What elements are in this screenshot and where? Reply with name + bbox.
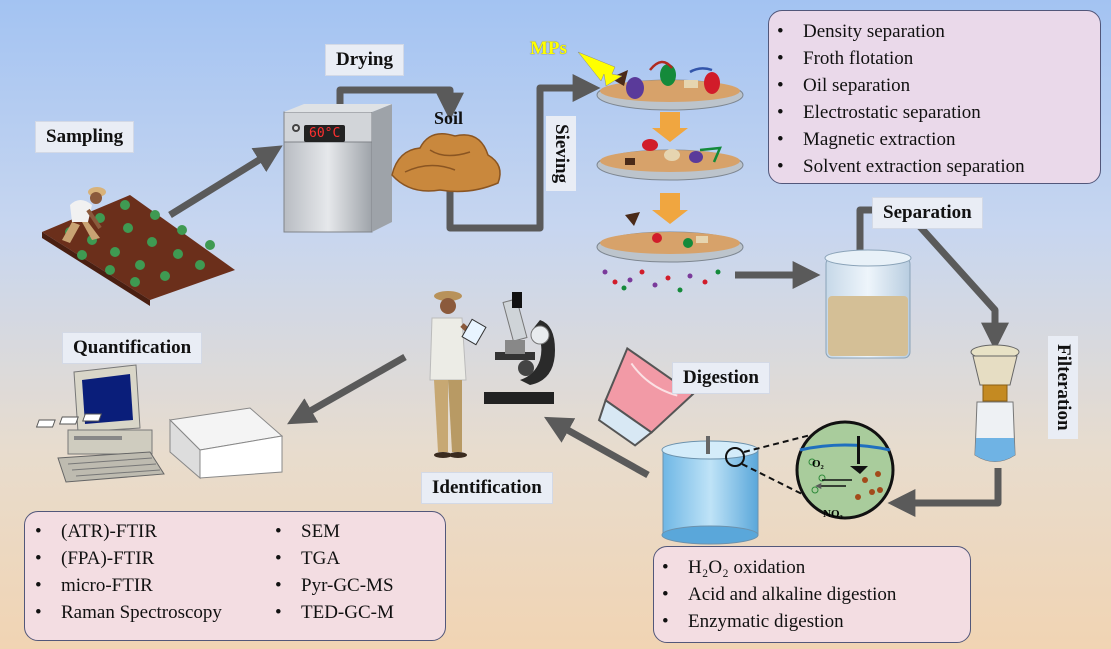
sieve-stack-illustration xyxy=(577,51,744,293)
mps-pointer-arrow xyxy=(577,51,623,87)
list-item: TED-GC-M xyxy=(267,599,394,626)
identification-methods-list-right: SEM TGA Pyr-GC-MS TED-GC-M xyxy=(267,518,394,626)
separation-beaker-illustration xyxy=(824,249,912,359)
sieve-arrow-2 xyxy=(652,193,688,224)
digestion-illustration xyxy=(597,346,895,545)
identification-illustration xyxy=(429,291,555,458)
stage-label-filteration: Filteration xyxy=(1048,336,1078,439)
stage-label-sieving: Sieving xyxy=(546,116,576,192)
oven-illustration xyxy=(283,104,392,233)
stage-label-sampling: Sampling xyxy=(36,122,134,152)
arrow-sampling-to-drying xyxy=(168,145,283,218)
stage-label-drying: Drying xyxy=(326,45,403,75)
sieve-1 xyxy=(596,60,744,111)
digestion-methods-list: H₂O₂ oxidation Acid and alkaline digesti… xyxy=(654,547,970,635)
separation-methods-box: Density separation Froth flotation Oil s… xyxy=(768,10,1101,184)
oven-temperature-display: 60°C xyxy=(304,125,346,142)
stage-label-identification: Identification xyxy=(422,473,552,503)
list-item: Oil separation xyxy=(769,72,1100,99)
arrow-drying-to-soil xyxy=(336,86,464,121)
identification-methods-list-left: (ATR)-FTIR (FPA)-FTIR micro-FTIR Raman S… xyxy=(27,518,222,626)
arrow-filter-to-digestion xyxy=(887,468,1002,517)
inset-o2-label: O₂ xyxy=(812,458,824,470)
list-item: (ATR)-FTIR xyxy=(27,518,222,545)
list-item: micro-FTIR xyxy=(27,572,222,599)
list-item: Electrostatic separation xyxy=(769,99,1100,126)
inset-no3-label: NO₃ xyxy=(823,508,843,520)
arrow-soil-to-sieving xyxy=(446,74,601,232)
list-item: Solvent extraction separation xyxy=(769,153,1100,180)
sieve-arrow-1 xyxy=(652,112,688,142)
list-item: SEM xyxy=(267,518,394,545)
list-item: Pyr-GC-MS xyxy=(267,572,394,599)
stage-label-digestion: Digestion xyxy=(673,363,769,393)
identification-methods-box: (ATR)-FTIR (FPA)-FTIR micro-FTIR Raman S… xyxy=(24,511,446,641)
sieve-3 xyxy=(596,212,744,293)
stage-label-soil: Soil xyxy=(434,108,464,128)
sieve-2 xyxy=(596,139,744,181)
list-item: TGA xyxy=(267,545,394,572)
quantification-illustration xyxy=(35,364,284,483)
list-item: Raman Spectroscopy xyxy=(27,599,222,626)
digestion-methods-box: H₂O₂ oxidation Acid and alkaline digesti… xyxy=(653,546,971,643)
flow-arrows xyxy=(168,74,1009,517)
arrow-digestion-to-identification xyxy=(544,416,650,479)
list-item: Density separation xyxy=(769,18,1100,45)
list-item: H₂O₂ oxidation xyxy=(654,554,970,581)
stage-label-quantification: Quantification xyxy=(63,333,202,363)
filtration-funnel-illustration xyxy=(970,344,1020,462)
soil-illustration xyxy=(391,133,501,193)
list-item: Acid and alkaline digestion xyxy=(654,581,970,608)
list-item: Magnetic extraction xyxy=(769,126,1100,153)
list-item: Froth flotation xyxy=(769,45,1100,72)
arrow-identification-to-quantification xyxy=(287,353,407,425)
sampling-field-illustration xyxy=(42,187,235,306)
separation-methods-list: Density separation Froth flotation Oil s… xyxy=(769,11,1100,180)
stage-label-separation: Separation xyxy=(873,198,982,228)
list-item: (FPA)-FTIR xyxy=(27,545,222,572)
mps-label: MPs xyxy=(530,38,567,59)
list-item: Enzymatic digestion xyxy=(654,608,970,635)
